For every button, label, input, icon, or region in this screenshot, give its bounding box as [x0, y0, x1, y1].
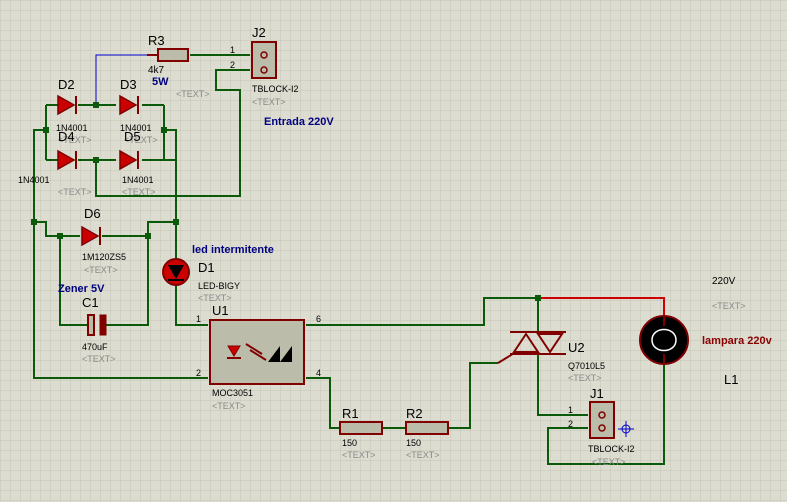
u1-text: <TEXT>	[212, 401, 246, 411]
diode-d4: D4 1N4001 <TEXT>	[18, 129, 92, 197]
r1-ref: R1	[342, 406, 359, 421]
d1-note: led intermitente	[192, 244, 274, 256]
d5-ref: D5	[124, 129, 141, 144]
u1-ref: U1	[212, 303, 229, 318]
d2-ref: D2	[58, 77, 75, 92]
r1-text: <TEXT>	[342, 450, 376, 460]
u1-pin2: 2	[196, 368, 201, 378]
d3-ref: D3	[120, 77, 137, 92]
u2-text: <TEXT>	[568, 373, 602, 383]
lamp-ref: L1	[724, 372, 738, 387]
j2-pin1: 1	[230, 45, 235, 55]
u1-value: MOC3051	[212, 388, 253, 398]
d4-ref: D4	[58, 129, 75, 144]
j2-type: TBLOCK-I2	[252, 84, 299, 94]
d2-text: <TEXT>	[58, 135, 92, 145]
connector-j2: J2 1 2 TBLOCK-I2 <TEXT> Entrada 220V	[230, 25, 334, 128]
diode-d5: D5 1N4001 <TEXT>	[119, 129, 156, 197]
c1-text: <TEXT>	[82, 354, 116, 364]
d6-ref: D6	[84, 206, 101, 221]
j2-ref: J2	[252, 25, 266, 40]
resistor-r2: R2 150 <TEXT>	[405, 406, 449, 460]
j1-pin2: 2	[568, 419, 573, 429]
optocoupler-u1: U1 1 2 6 4 MOC3051 <TEXT>	[196, 303, 321, 411]
u1-pin4: 4	[316, 368, 321, 378]
d5-value: 1N4001	[122, 175, 154, 185]
j1-text: <TEXT>	[592, 457, 626, 467]
d6-text: <TEXT>	[84, 265, 118, 275]
diode-d2: D2 1N4001 <TEXT>	[56, 77, 92, 145]
diode-d6: D6 1M120ZS5 <TEXT>	[81, 206, 126, 275]
c1-ref: C1	[82, 295, 99, 310]
r3-text: <TEXT>	[176, 89, 210, 99]
d4-text: <TEXT>	[58, 187, 92, 197]
r3-value: 4k7	[148, 65, 165, 76]
connector-j1: J1 1 2 TBLOCK-I2 <TEXT>	[568, 386, 635, 467]
diode-d3: D3 1N4001 <TEXT>	[119, 77, 158, 145]
c1-value: 470uF	[82, 342, 108, 352]
led-d1: led intermitente D1 LED-BIGY <TEXT>	[162, 244, 274, 303]
c1-note: Zener 5V	[58, 283, 105, 295]
d5-text: <TEXT>	[122, 187, 156, 197]
lamp-text: <TEXT>	[712, 301, 746, 311]
u2-value: Q7010L5	[568, 361, 605, 371]
capacitor-c1: Zener 5V C1 470uF <TEXT>	[58, 283, 116, 364]
junctions	[31, 102, 541, 301]
lamp-note: lampara 220v	[702, 335, 773, 347]
j1-type: TBLOCK-I2	[588, 444, 635, 454]
d4-value: 1N4001	[18, 175, 50, 185]
resistor-r3: R3 4k7 5W	[147, 33, 189, 88]
d1-value: LED-BIGY	[198, 281, 240, 291]
r2-ref: R2	[406, 406, 423, 421]
d2-value: 1N4001	[56, 123, 88, 133]
d1-ref: D1	[198, 260, 215, 275]
crosshair-icon	[618, 421, 634, 437]
r3-ref: R3	[148, 33, 165, 48]
d1-text: <TEXT>	[198, 293, 232, 303]
triac-u2: U2 Q7010L5 <TEXT>	[497, 331, 605, 383]
r2-value: 150	[406, 438, 421, 448]
u2-ref: U2	[568, 340, 585, 355]
j2-text: <TEXT>	[252, 97, 286, 107]
d3-value: 1N4001	[120, 123, 152, 133]
lamp-voltage: 220V	[712, 276, 736, 287]
u1-pin6: 6	[316, 314, 321, 324]
j2-note: Entrada 220V	[264, 116, 334, 128]
r1-value: 150	[342, 438, 357, 448]
j1-ref: J1	[590, 386, 604, 401]
d6-value: 1M120ZS5	[82, 252, 126, 262]
lamp-l1: 220V <TEXT> lampara 220v L1	[639, 276, 773, 387]
d3-text: <TEXT>	[124, 135, 158, 145]
j1-pin1: 1	[568, 405, 573, 415]
r2-text: <TEXT>	[406, 450, 440, 460]
resistor-r1: R1 150 <TEXT>	[339, 406, 383, 460]
r3-power: 5W	[152, 76, 169, 88]
u1-pin1: 1	[196, 314, 201, 324]
j2-pin2: 2	[230, 60, 235, 70]
